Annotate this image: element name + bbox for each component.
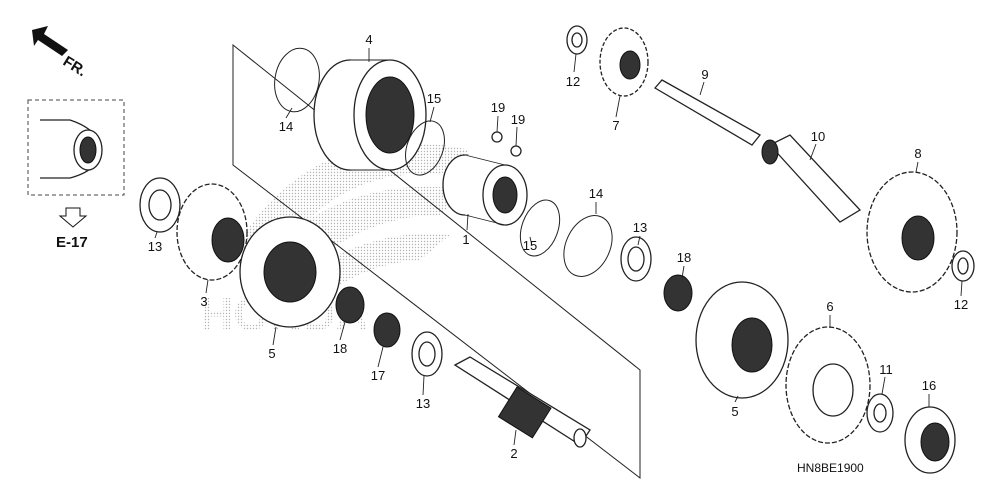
leader-lines bbox=[154, 48, 963, 446]
diagram-code: HN8BE1900 bbox=[797, 461, 864, 475]
callout-15: 15 bbox=[523, 238, 537, 253]
callout-15: 15 bbox=[427, 91, 441, 106]
mainshaft-part bbox=[453, 356, 591, 448]
callout-5: 5 bbox=[268, 346, 275, 361]
needle-bearing-part bbox=[663, 274, 693, 312]
callout-18: 18 bbox=[333, 341, 347, 356]
gear-part bbox=[599, 27, 649, 97]
callout-16: 16 bbox=[922, 378, 936, 393]
snap-ring-part bbox=[563, 215, 613, 277]
callout-10: 10 bbox=[811, 129, 825, 144]
callout-7: 7 bbox=[612, 118, 619, 133]
callout-18: 18 bbox=[677, 250, 691, 265]
circlip-part bbox=[519, 199, 561, 257]
callout-3: 3 bbox=[200, 294, 207, 309]
callout-12: 12 bbox=[566, 74, 580, 89]
callout-9: 9 bbox=[701, 67, 708, 82]
reference-label: E-17 bbox=[56, 234, 88, 251]
callout-13: 13 bbox=[416, 396, 430, 411]
circlip-part bbox=[405, 120, 445, 176]
callout-19: 19 bbox=[511, 112, 525, 127]
ball-bearing-part bbox=[904, 406, 956, 474]
needle-bearing-part bbox=[335, 286, 365, 324]
gear-part bbox=[176, 183, 248, 281]
callout-12: 12 bbox=[954, 297, 968, 312]
callout-13: 13 bbox=[633, 220, 647, 235]
one-way-clutch-part bbox=[442, 154, 528, 226]
needle-bearing-part bbox=[373, 312, 401, 348]
callout-5: 5 bbox=[731, 404, 738, 419]
reference-inset: E-17 bbox=[27, 99, 125, 251]
callout-19: 19 bbox=[491, 100, 505, 115]
callout-14: 14 bbox=[589, 186, 603, 201]
callout-1: 1 bbox=[462, 232, 469, 247]
callout-11: 11 bbox=[879, 362, 893, 377]
front-direction-arrow-icon: FR. bbox=[32, 26, 89, 80]
shaft-part bbox=[761, 134, 862, 223]
roller-part bbox=[491, 131, 503, 143]
callout-6: 6 bbox=[826, 299, 833, 314]
starter-driven-gear-part bbox=[695, 281, 789, 399]
callout-2: 2 bbox=[510, 446, 517, 461]
snap-ring-part bbox=[274, 47, 320, 113]
callout-13: 13 bbox=[148, 239, 162, 254]
callout-4: 4 bbox=[365, 32, 372, 47]
countershaft-part bbox=[653, 79, 761, 146]
gear-part bbox=[866, 171, 958, 293]
direction-label: FR. bbox=[60, 53, 90, 80]
callout-14: 14 bbox=[279, 119, 293, 134]
down-arrow-icon bbox=[58, 207, 88, 228]
gear-part bbox=[785, 326, 871, 444]
starter-clutch-part bbox=[239, 216, 341, 328]
group-outline bbox=[232, 43, 641, 480]
clutch-outer-part bbox=[313, 59, 427, 171]
callout-17: 17 bbox=[371, 368, 385, 383]
roller-part bbox=[510, 145, 522, 157]
callout-8: 8 bbox=[914, 146, 921, 161]
